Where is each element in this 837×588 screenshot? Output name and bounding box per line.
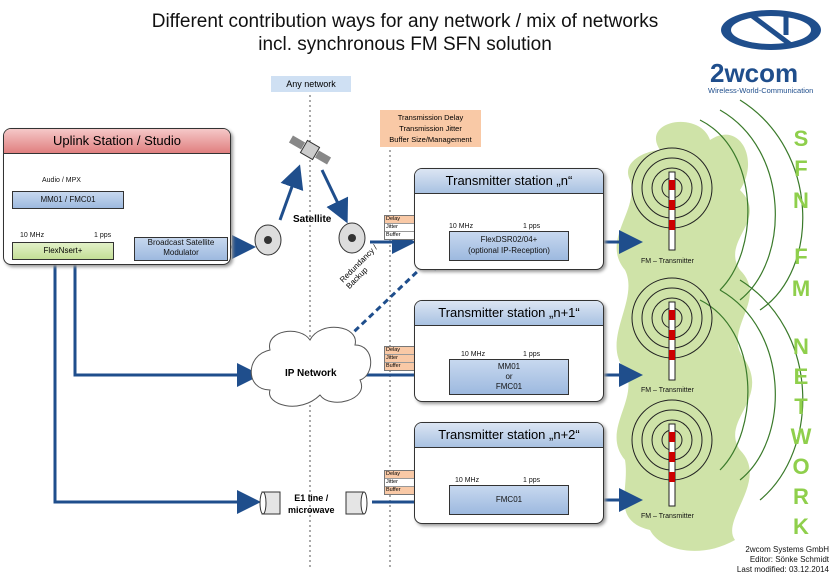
jitter-row: Jitter (385, 479, 437, 487)
title-line-1: Different contribution ways for any netw… (151, 11, 659, 32)
flexnsert-device: FlexNsert+ (12, 242, 114, 260)
sfn-letter: S (793, 126, 809, 151)
logo: 2wcom Wireless-World-Communication (708, 5, 833, 95)
transmitter-station-n-plus-2: Transmitter station „n+2“ 10 MHz 1 pps F… (414, 422, 604, 524)
dish-icon (338, 222, 366, 254)
e1-microwave-label: E1 line / microwave (288, 492, 335, 516)
modulator-line-1: Broadcast Satellite (147, 238, 215, 247)
e1-cylinder-icon (259, 491, 281, 515)
ten-mhz-label: 10 MHz (449, 223, 474, 230)
delay-row: Delay (385, 471, 437, 479)
ip-network-label: IP Network (285, 368, 337, 379)
broadcast-modulator: Broadcast Satellite Modulator (134, 237, 228, 261)
sfn-letter: F (794, 156, 808, 181)
station-device: FMC01 (449, 485, 569, 515)
mm01-fmc01-device: MM01 / FMC01 (12, 191, 124, 209)
buffer-row: Buffer (386, 232, 401, 238)
buffer-row: Buffer (385, 363, 437, 370)
ten-mhz-label: 10 MHz (20, 232, 45, 239)
footer: 2wcom Systems GmbH Editor: Sönke Schmidt… (737, 545, 829, 575)
jitter-row: Jitter (385, 355, 437, 363)
device-line-3: FMC01 (495, 382, 523, 391)
sfn-letter: T (794, 394, 808, 419)
transmitter-station-n: Transmitter station „n“ 10 MHz 1 pps Fle… (414, 168, 604, 270)
satellite-icon (288, 135, 332, 165)
e1-cylinder-icon (345, 491, 368, 515)
sfn-letter: K (793, 514, 809, 539)
dish-icon (254, 224, 282, 256)
transmitter-station-n-plus-1: Transmitter station „n+1“ 10 MHz 1 pps M… (414, 300, 604, 402)
any-network-label: Any network (271, 76, 351, 92)
footer-company: 2wcom Systems GmbH (745, 545, 829, 554)
station-device: FlexDSR02/04+ (optional IP-Reception) (449, 231, 569, 261)
delay-row: Delay (385, 347, 437, 355)
page-title: Different contribution ways for any netw… (60, 10, 750, 56)
logo-mark-icon (721, 10, 821, 50)
buffer-row: Buffer (385, 487, 437, 494)
ten-mhz-label: 10 MHz (455, 477, 480, 484)
transmission-delay-label: Transmission Delay (397, 113, 464, 122)
device-line-2: or (505, 372, 513, 381)
footer-editor: Editor: Sönke Schmidt (749, 555, 829, 564)
satellite-label: Satellite (293, 214, 332, 225)
fm-tower-icon (631, 399, 713, 507)
audio-mpx-label: Audio / MPX (42, 177, 81, 184)
one-pps-label: 1 pps (94, 232, 112, 239)
sfn-waves (699, 99, 804, 501)
ten-mhz-label: 10 MHz (461, 351, 486, 358)
title-line-2: incl. synchronous FM SFN solution (258, 34, 552, 55)
sfn-letter: N (793, 334, 809, 359)
logo-brand: 2wcom (710, 58, 799, 88)
device-line-2: (optional IP-Reception) (468, 246, 550, 255)
delay-row: Delay (385, 216, 437, 224)
station-title: Transmitter station „n“ (415, 169, 603, 194)
sfn-letter: E (793, 364, 809, 389)
sfn-letter: O (792, 454, 810, 479)
transmission-jitter-label: Transmission Jitter (399, 124, 462, 133)
e1-label-line-2: microwave (288, 505, 335, 515)
e1-label-line-1: E1 line / (294, 493, 329, 503)
station-title: Transmitter station „n+2“ (415, 423, 603, 448)
sfn-letter: M (791, 276, 811, 301)
uplink-station: Uplink Station / Studio Audio / MPX MM01… (3, 128, 231, 265)
logo-tagline: Wireless-World-Communication (708, 86, 814, 95)
buffer-size-label: Buffer Size/Management (389, 135, 472, 144)
sfn-cloud (616, 121, 753, 551)
station-device: MM01 or FMC01 (449, 359, 569, 395)
jitter-row: Jitter (385, 224, 437, 232)
fm-tower-icon (631, 277, 713, 381)
one-pps-label: 1 pps (523, 223, 541, 230)
ip-cloud (250, 326, 372, 407)
fm-transmitter-label: FM – Transmitter (641, 387, 694, 394)
one-pps-label: 1 pps (523, 351, 541, 358)
modulator-line-2: Modulator (163, 248, 199, 257)
station-title: Transmitter station „n+1“ (415, 301, 603, 326)
sfn-letter: W (790, 424, 812, 449)
sfn-letter: F (794, 244, 808, 269)
fm-transmitter-label: FM – Transmitter (641, 513, 694, 520)
one-pps-label: 1 pps (523, 477, 541, 484)
device-line-1: FlexDSR02/04+ (480, 235, 538, 244)
fm-transmitter-label: FM – Transmitter (641, 258, 694, 265)
transmission-params: Transmission Delay Transmission Jitter B… (380, 110, 481, 147)
sfn-letter: N (793, 188, 809, 213)
footer-modified: Last modified: 03.12.2014 (736, 565, 829, 574)
fm-tower-icon (631, 147, 713, 251)
sfn-letter: R (793, 484, 809, 509)
uplink-title: Uplink Station / Studio (4, 129, 230, 154)
device-line-1: MM01 (497, 362, 521, 371)
